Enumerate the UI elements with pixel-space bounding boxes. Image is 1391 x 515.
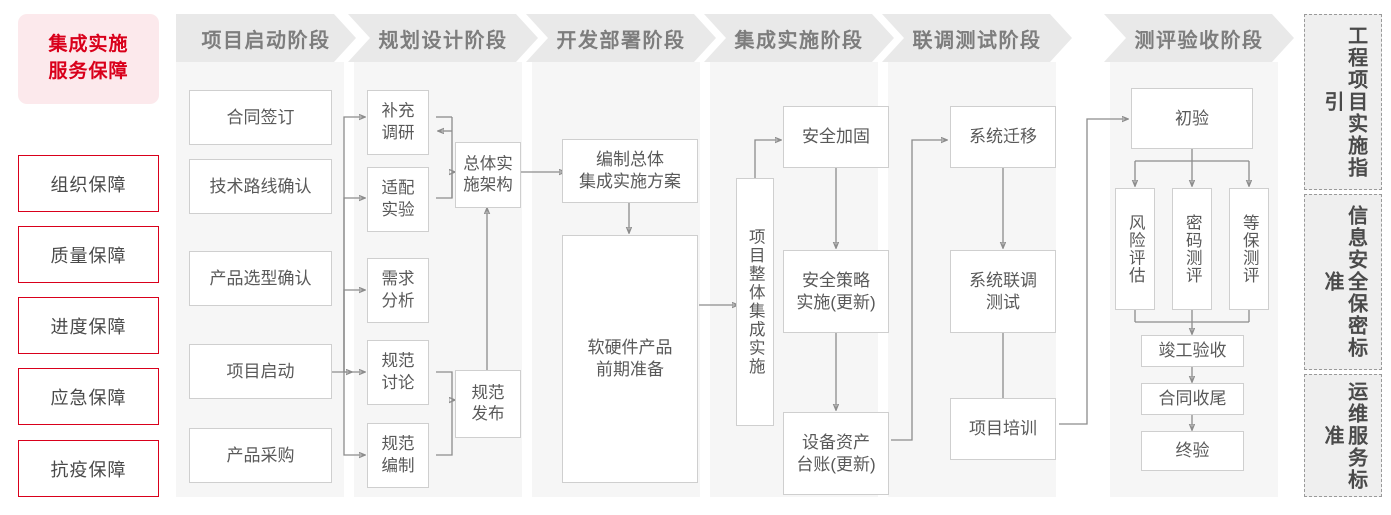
node-label: 风险评估: [1126, 214, 1145, 284]
node-label-line-1: 安全策略: [801, 270, 870, 290]
node-contract-signing[interactable]: 合同签订: [189, 90, 332, 145]
node-label-line-1: 总体实: [463, 154, 513, 173]
phase-header-4[interactable]: 集成实施阶段: [704, 14, 894, 62]
guarantee-item-label: 进度保障: [50, 316, 127, 337]
node-label: 项目整体集成实施: [746, 228, 765, 376]
node-supplementary-research[interactable]: 补充 调研: [367, 90, 429, 155]
node-label-line-2: 施架构: [463, 176, 513, 194]
node-label-line-1: 软硬件产品: [587, 338, 673, 358]
node-label-line-2: 实施(更新): [796, 292, 876, 312]
node-system-joint-debug-test[interactable]: 系统联调 测试: [950, 250, 1056, 333]
node-completion-acceptance[interactable]: 竣工验收: [1141, 335, 1244, 367]
node-label: 合同收尾: [1158, 389, 1227, 409]
node-requirement-analysis[interactable]: 需求 分析: [367, 258, 429, 323]
node-product-procurement[interactable]: 产品采购: [189, 428, 332, 483]
node-label-line-2: 讨论: [381, 373, 415, 392]
node-label-line-2: 前期准备: [596, 360, 664, 379]
node-preliminary-acceptance[interactable]: 初验: [1131, 88, 1253, 149]
node-label-line-1: 设备资产: [801, 432, 870, 452]
node-standard-drafting[interactable]: 规范 编制: [367, 423, 429, 488]
node-risk-assessment[interactable]: 风险评估: [1115, 188, 1155, 310]
node-cryptography-evaluation[interactable]: 密码测评: [1172, 188, 1212, 310]
guarantee-item-label: 质量保障: [50, 245, 127, 266]
phase-header-6[interactable]: 测评验收阶段: [1104, 14, 1294, 62]
node-label-line-1: 适配: [381, 179, 415, 198]
node-overall-project-integration[interactable]: 项目整体集成实施: [736, 178, 774, 426]
node-label-line-1: 编制总体: [596, 150, 664, 170]
node-label: 系统迁移: [969, 127, 1037, 147]
node-contract-closure[interactable]: 合同收尾: [1141, 383, 1244, 415]
node-label-line-2: 台账(更新): [796, 454, 876, 474]
node-project-kickoff[interactable]: 项目启动: [189, 344, 332, 399]
phase-header-2[interactable]: 规划设计阶段: [348, 14, 538, 62]
standard-item-infosec-standard[interactable]: 信息安全保密标准: [1304, 194, 1382, 370]
node-standard-discussion[interactable]: 规范 讨论: [367, 340, 429, 405]
guarantee-item-quality[interactable]: 质量保障: [18, 226, 159, 283]
node-label-line-1: 规范: [381, 435, 415, 454]
phase-header-label: 项目启动阶段: [201, 29, 331, 52]
node-label: 初验: [1175, 108, 1209, 128]
node-label: 终验: [1175, 441, 1210, 461]
guarantee-item-epidemic[interactable]: 抗疫保障: [18, 440, 159, 497]
node-label-line-1: 规范: [471, 383, 505, 402]
phase-header-3[interactable]: 开发部署阶段: [526, 14, 716, 62]
node-label-line-2: 编制: [381, 456, 415, 475]
node-label-line-2: 发布: [471, 405, 505, 423]
guarantee-item-schedule[interactable]: 进度保障: [18, 297, 159, 354]
node-hardware-software-preparation[interactable]: 软硬件产品 前期准备: [562, 235, 698, 483]
guarantee-title: 集成实施 服务保障: [18, 14, 159, 104]
node-label: 项目培训: [969, 419, 1037, 439]
phase-header-label: 开发部署阶段: [556, 29, 686, 52]
node-label: 密码测评: [1183, 214, 1202, 284]
node-tech-route-confirm[interactable]: 技术路线确认: [189, 159, 332, 214]
node-label: 产品选型确认: [209, 268, 312, 288]
guarantee-item-emergency[interactable]: 应急保障: [18, 368, 159, 425]
standard-item-label: 工程项目实施指引: [1321, 25, 1367, 179]
node-final-acceptance[interactable]: 终验: [1141, 431, 1244, 471]
guarantee-item-label: 抗疫保障: [50, 459, 127, 480]
phase-header-label: 集成实施阶段: [734, 29, 864, 52]
node-label-line-1: 补充: [381, 102, 415, 121]
standard-item-label: 运维服务标准: [1321, 380, 1367, 491]
node-label: 项目启动: [226, 361, 295, 381]
phase-header-1[interactable]: 项目启动阶段: [176, 14, 356, 62]
node-product-selection-confirm[interactable]: 产品选型确认: [189, 251, 332, 306]
node-label: 等保测评: [1240, 214, 1259, 284]
phase-header-label: 测评验收阶段: [1134, 29, 1264, 52]
node-label: 安全加固: [802, 127, 870, 147]
node-classified-protection-evaluation[interactable]: 等保测评: [1229, 188, 1269, 310]
node-label: 技术路线确认: [209, 176, 312, 196]
guarantee-item-label: 应急保障: [50, 387, 127, 408]
phase-header-label: 规划设计阶段: [378, 29, 508, 52]
node-label-line-2: 集成实施方案: [579, 172, 681, 191]
node-label: 合同签订: [226, 107, 295, 127]
phase-header-5[interactable]: 联调测试阶段: [882, 14, 1072, 62]
guarantee-item-organization[interactable]: 组织保障: [18, 155, 159, 212]
node-label-line-2: 实验: [381, 200, 415, 219]
node-adaptation-experiment[interactable]: 适配 实验: [367, 167, 429, 232]
node-security-hardening[interactable]: 安全加固: [783, 106, 889, 168]
node-project-training[interactable]: 项目培训: [950, 398, 1056, 460]
node-standard-release[interactable]: 规范 发布: [455, 370, 521, 438]
guarantee-title-line-2: 服务保障: [48, 61, 129, 82]
guarantee-title-line-1: 集成实施: [48, 34, 129, 56]
guarantee-item-label: 组织保障: [50, 174, 127, 195]
phase-header-label: 联调测试阶段: [912, 29, 1042, 52]
standard-item-label: 信息安全保密标准: [1321, 205, 1367, 359]
standard-item-engineering-guide[interactable]: 工程项目实施指引: [1304, 14, 1382, 190]
node-system-migration[interactable]: 系统迁移: [950, 106, 1056, 168]
node-label-line-1: 系统联调: [969, 270, 1037, 290]
node-label-line-2: 测试: [986, 292, 1020, 312]
node-label-line-1: 需求: [381, 270, 415, 289]
node-equipment-asset-ledger[interactable]: 设备资产 台账(更新): [783, 412, 889, 495]
node-compile-overall-integration-plan[interactable]: 编制总体 集成实施方案: [562, 139, 698, 203]
node-label-line-1: 规范: [381, 352, 415, 371]
node-label-line-2: 分析: [381, 291, 415, 310]
node-overall-implementation-architecture[interactable]: 总体实 施架构: [455, 142, 521, 208]
node-label: 产品采购: [226, 445, 295, 465]
node-security-policy-implementation[interactable]: 安全策略 实施(更新): [783, 250, 889, 333]
standard-item-ops-service-standard[interactable]: 运维服务标准: [1304, 374, 1382, 497]
node-label: 竣工验收: [1158, 341, 1227, 361]
node-label-line-2: 调研: [381, 123, 415, 142]
